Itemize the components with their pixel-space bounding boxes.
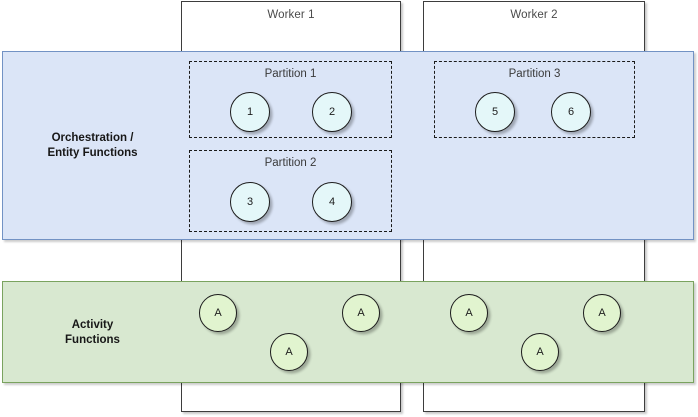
activity-node-4[interactable]: A — [450, 294, 488, 332]
activity-node-label-3: A — [357, 307, 365, 319]
activity-node-5[interactable]: A — [521, 333, 559, 371]
activity-node-3[interactable]: A — [342, 294, 380, 332]
activity-node-1[interactable]: A — [199, 294, 237, 332]
orchestration-node-4[interactable]: 4 — [312, 182, 352, 222]
orchestration-node-label-3: 3 — [246, 196, 254, 208]
partition-label-1: Partition 1 — [264, 68, 317, 80]
activity-node-2[interactable]: A — [270, 333, 308, 371]
activity-node-label-6: A — [598, 307, 606, 319]
orchestration-node-6[interactable]: 6 — [551, 92, 591, 132]
orchestration-node-label-6: 6 — [567, 106, 575, 118]
activity-node-label-4: A — [465, 307, 473, 319]
activity-node-label-1: A — [214, 307, 222, 319]
band-label-activity: Activity Functions — [65, 319, 120, 346]
worker-label-2: Worker 2 — [510, 9, 558, 21]
orchestration-node-label-4: 4 — [328, 196, 336, 208]
band-activity-functions[interactable]: Activity Functions — [2, 281, 694, 383]
partition-label-3: Partition 3 — [508, 68, 561, 80]
orchestration-node-label-2: 2 — [328, 106, 336, 118]
orchestration-node-label-1: 1 — [246, 106, 254, 118]
orchestration-node-5[interactable]: 5 — [475, 92, 515, 132]
orchestration-node-3[interactable]: 3 — [230, 182, 270, 222]
orchestration-node-label-5: 5 — [491, 106, 499, 118]
partition-box-1[interactable]: Partition 1 — [189, 61, 392, 138]
worker-label-1: Worker 1 — [267, 9, 315, 21]
partition-box-3[interactable]: Partition 3 — [434, 61, 635, 138]
activity-node-6[interactable]: A — [583, 294, 621, 332]
orchestration-node-2[interactable]: 2 — [312, 92, 352, 132]
partition-label-2: Partition 2 — [264, 157, 317, 169]
orchestration-node-1[interactable]: 1 — [230, 92, 270, 132]
activity-node-label-2: A — [285, 346, 293, 358]
band-label-orchestration: Orchestration / Entity Functions — [47, 132, 138, 159]
partition-box-2[interactable]: Partition 2 — [189, 150, 392, 232]
activity-node-label-5: A — [536, 346, 544, 358]
